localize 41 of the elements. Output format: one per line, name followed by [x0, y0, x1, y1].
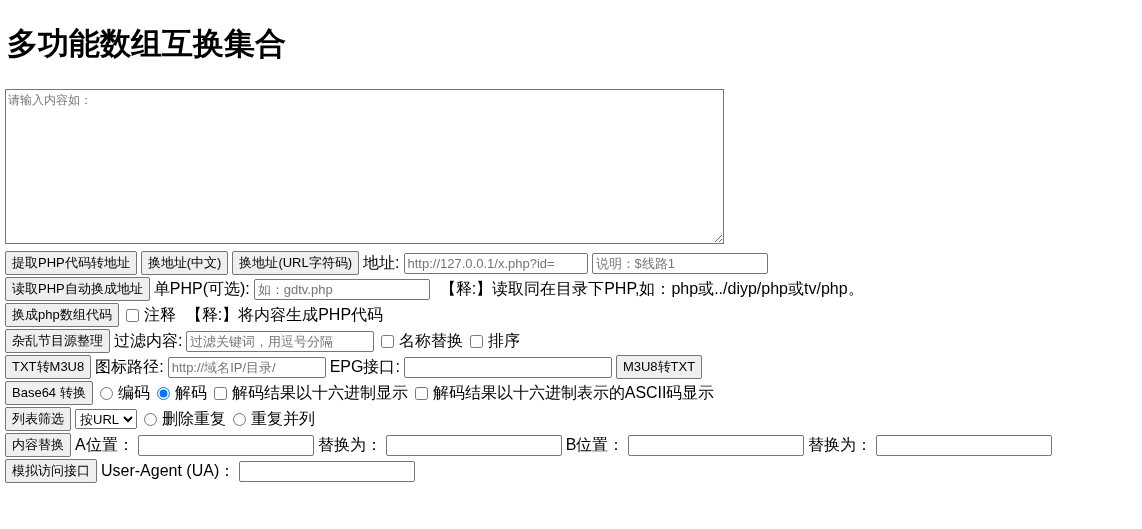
button: 杂乱节目源整理: [5, 329, 110, 353]
page-title: 多功能数组互换集合: [7, 25, 286, 63]
button: 列表筛选: [5, 407, 71, 431]
field-label: 替换为：: [317, 434, 382, 455]
checkbox-option: 注释: [122, 304, 176, 326]
text-area: 请输入内容如：: [5, 89, 724, 244]
button: TXT转M3U8: [5, 355, 92, 379]
radio-option: 删除重复: [141, 408, 226, 430]
checkbox-option: 解码结果以十六进制显示: [210, 382, 408, 404]
field-label: 过滤内容:: [114, 330, 183, 351]
button: 换成php数组代码: [5, 303, 119, 327]
button: 换地址(URL字符码): [232, 251, 360, 275]
field-label: 地址:: [363, 252, 400, 273]
input-field: 说明：$线路1: [591, 252, 768, 274]
button: 提取PHP代码转地址: [5, 251, 137, 275]
input-field: 如：gdtv.php: [253, 278, 430, 300]
button: 换地址(中文): [140, 251, 229, 275]
field-label: EPG接口:: [329, 356, 400, 377]
radio-option: 重复并列: [230, 408, 315, 430]
radio-option: 编码: [96, 382, 150, 404]
checkbox-option: 排序: [467, 330, 521, 352]
button: 读取PHP自动换成地址: [5, 277, 150, 301]
button: Base64 转换: [5, 381, 93, 405]
radio-option: 解码: [153, 382, 207, 404]
button: 模拟访问接口: [5, 459, 97, 483]
input-field: http://127.0.0.1/x.php?id=: [403, 252, 588, 274]
field-label: 图标路径:: [95, 356, 164, 377]
field-label: User-Agent (UA)：: [101, 460, 236, 481]
field-label: 单PHP(可选):: [153, 278, 250, 299]
field-label: 替换为：: [808, 434, 873, 455]
input-field: 过滤关键词，用逗号分隔: [186, 330, 375, 352]
dropdown: 按URL: [75, 409, 137, 429]
input-field: http://域名IP/目录/: [167, 356, 326, 378]
button: M3U8转TXT: [615, 355, 703, 379]
checkbox-option: 解码结果以十六进制表示的ASCII码显示: [411, 382, 715, 404]
button: 内容替换: [5, 433, 71, 457]
field-label: B位置：: [565, 434, 625, 455]
field-label: 【释:】将内容生成PHP代码: [185, 304, 384, 325]
checkbox-option: 名称替换: [378, 330, 464, 352]
field-label: 【释:】读取同在目录下PHP,如：php或../diyp/php或tv/php。: [439, 278, 864, 299]
field-label: A位置：: [75, 434, 134, 455]
